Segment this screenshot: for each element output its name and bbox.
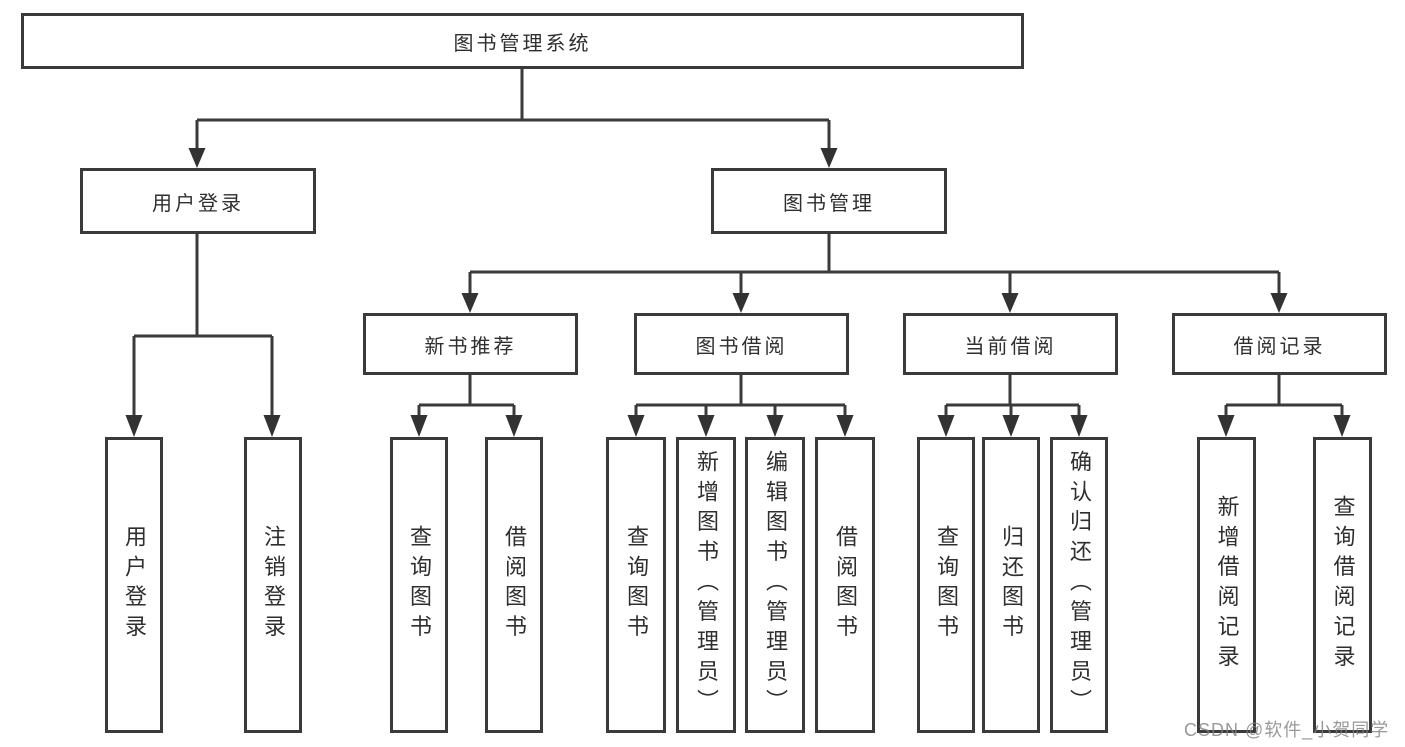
node-leaf-borrow-books: 借阅图书 — [815, 437, 875, 733]
node-label: 借阅记录 — [1233, 335, 1326, 358]
node-book-management: 图书管理 — [711, 168, 947, 234]
node-leaf-user-login: 用户登录 — [105, 437, 163, 733]
edge-book-management-to-level3 — [461, 234, 1288, 313]
node-label: 当前借阅 — [964, 335, 1057, 358]
node-label: 用户登录 — [152, 192, 244, 215]
node-label: 用户登录 — [122, 525, 147, 645]
node-label: 查询图书 — [407, 525, 432, 645]
edge-user-login-to-leaves — [125, 234, 281, 437]
node-label: 确认归还（管理员） — [1067, 450, 1092, 720]
node-label: 编辑图书（管理员） — [763, 450, 788, 720]
edge-current-borrow-to-leaves — [937, 375, 1088, 437]
node-label: 图书管理系统 — [453, 32, 592, 55]
node-label: 借阅图书 — [502, 525, 527, 645]
node-label: 新书推荐 — [424, 335, 517, 358]
node-label: 图书管理 — [783, 192, 875, 215]
node-leaf-query-borrow-record: 查询借阅记录 — [1313, 437, 1372, 733]
node-label: 图书借阅 — [695, 335, 788, 358]
node-label: 归还图书 — [999, 525, 1024, 645]
node-library-management-system: 图书管理系统 — [21, 13, 1024, 69]
node-leaf-logout: 注销登录 — [244, 437, 302, 733]
node-borrow-records: 借阅记录 — [1172, 313, 1387, 375]
node-user-login: 用户登录 — [80, 168, 316, 234]
csdn-watermark: CSDN @软件_小贺同学 — [1184, 720, 1390, 740]
node-leaf-add-borrow-record: 新增借阅记录 — [1197, 437, 1256, 733]
node-label: 借阅图书 — [833, 525, 858, 645]
node-leaf-query-books-current: 查询图书 — [917, 437, 975, 733]
node-label: 新增图书（管理员） — [694, 450, 719, 720]
node-current-borrow: 当前借阅 — [903, 313, 1118, 375]
node-leaf-borrow-books-recommend: 借阅图书 — [485, 437, 543, 733]
node-leaf-edit-books-admin: 编辑图书（管理员） — [745, 437, 805, 733]
node-leaf-add-books-admin: 新增图书（管理员） — [676, 437, 736, 733]
node-label: 查询图书 — [624, 525, 649, 645]
node-leaf-confirm-return-admin: 确认归还（管理员） — [1050, 437, 1108, 733]
edge-root-to-level2 — [188, 68, 838, 168]
node-label: 查询图书 — [934, 525, 959, 645]
edge-borrow-records-to-leaves — [1217, 375, 1351, 437]
node-label: 注销登录 — [261, 525, 286, 645]
node-label: 查询借阅记录 — [1330, 495, 1356, 675]
node-new-book-recommend: 新书推荐 — [363, 313, 578, 375]
node-leaf-query-books-borrow: 查询图书 — [606, 437, 666, 733]
node-leaf-query-books-recommend: 查询图书 — [390, 437, 448, 733]
node-leaf-return-books: 归还图书 — [982, 437, 1040, 733]
edge-book-borrow-to-leaves — [627, 375, 854, 437]
node-book-borrow: 图书借阅 — [634, 313, 849, 375]
node-label: 新增借阅记录 — [1214, 495, 1240, 675]
edge-new-book-recommend-to-leaves — [410, 375, 523, 437]
